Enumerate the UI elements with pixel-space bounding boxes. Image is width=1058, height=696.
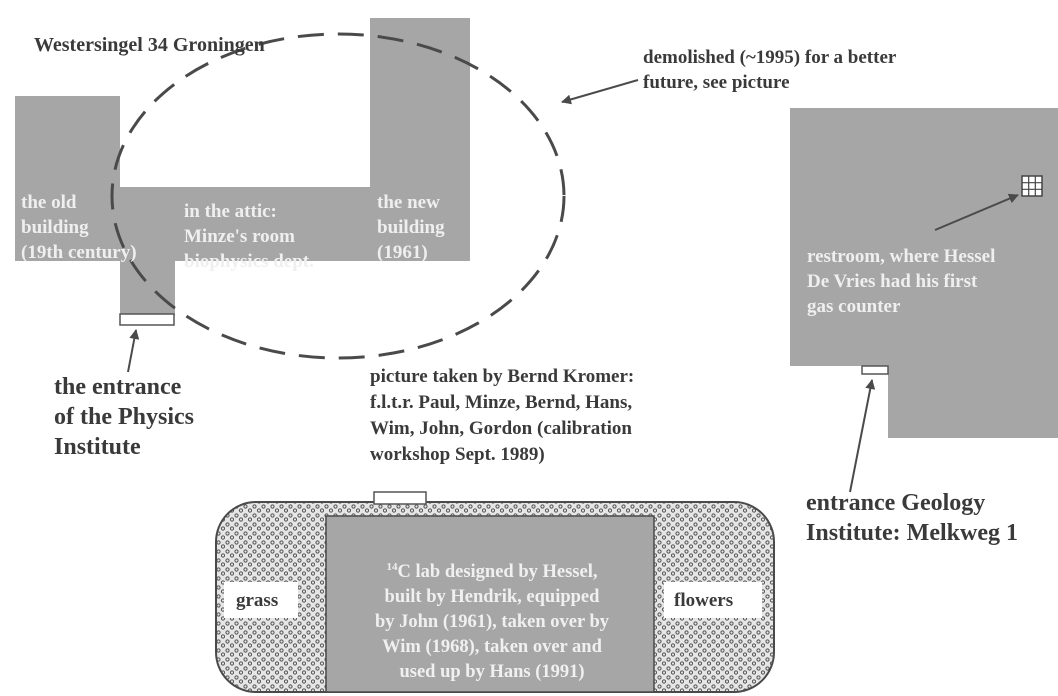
lab-description: 14C lab designed by Hessel, built by Hen…	[330, 530, 654, 685]
restroom-label: restroom, where Hessel De Vries had his …	[807, 246, 996, 317]
old-building-label: the old building (19th century)	[21, 192, 137, 263]
geology-building-lower-block	[888, 360, 1058, 438]
restroom-grid-icon	[1021, 175, 1043, 197]
physics-entrance-label: the entrance of the Physics Institute	[54, 374, 194, 460]
new-building-block	[370, 18, 470, 261]
grass-box	[224, 582, 298, 618]
grass-label: grass	[236, 590, 279, 611]
geology-entrance-door	[861, 365, 889, 375]
lab-door	[373, 491, 427, 505]
picture-caption: picture taken by Bernd Kromer: f.l.t.r. …	[370, 366, 635, 465]
flowers-box	[664, 582, 762, 618]
physics-entrance-door	[119, 313, 175, 326]
lab-description-text: C lab designed by Hessel, built by Hendr…	[374, 562, 609, 683]
flowers-label: flowers	[674, 590, 734, 611]
site-title: Westersingel 34 Groningen	[34, 34, 265, 56]
demolished-arrow	[561, 79, 639, 105]
geology-building-block	[790, 108, 1058, 366]
geology-entrance-label: entrance Geology Institute: Melkweg 1	[806, 490, 1018, 546]
entrance-wing-block	[120, 255, 175, 315]
old-building-block	[15, 96, 120, 261]
new-building-label: the new building (1961)	[377, 192, 445, 263]
restroom-arrow	[934, 193, 1019, 231]
middle-building-block	[105, 187, 380, 261]
demolished-note: demolished (~1995) for a better future, …	[643, 47, 897, 93]
geology-entrance-arrow	[849, 379, 876, 493]
lab-superscript: 14	[386, 561, 398, 573]
attic-label: in the attic: Minze's room biophysics de…	[184, 201, 314, 272]
demolished-outline	[110, 32, 566, 360]
lab-building-block	[325, 515, 655, 693]
physics-entrance-arrow	[127, 329, 140, 373]
